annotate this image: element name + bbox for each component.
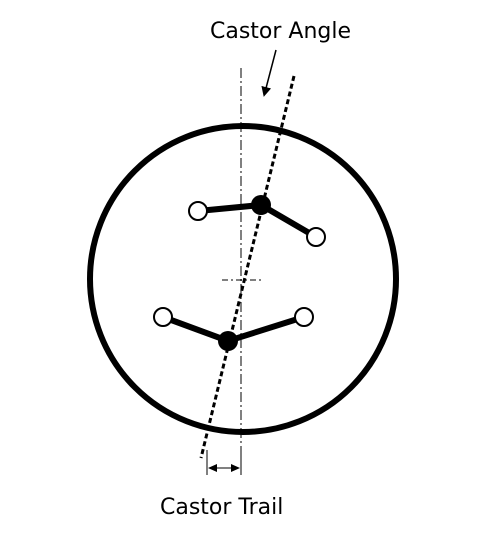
- trail-arrowhead-right: [231, 464, 240, 472]
- lower-arm-outer-pivot: [294, 307, 314, 327]
- trail-arrowhead-left: [208, 464, 217, 472]
- wheel-outline: [87, 123, 399, 435]
- castor-angle-label: Castor Angle: [210, 19, 351, 44]
- castor-angle-arrow: [261, 49, 277, 97]
- upper-arm-inner-pivot: [188, 201, 208, 221]
- lower-ball-joint: [218, 331, 238, 351]
- castor-trail-label: Castor Trail: [160, 495, 283, 520]
- upper-arm-outer-pivot: [306, 227, 326, 247]
- upper-ball-joint: [251, 195, 271, 215]
- lower-arm-inner-pivot: [153, 307, 173, 327]
- steering-axis-line: [199, 75, 296, 459]
